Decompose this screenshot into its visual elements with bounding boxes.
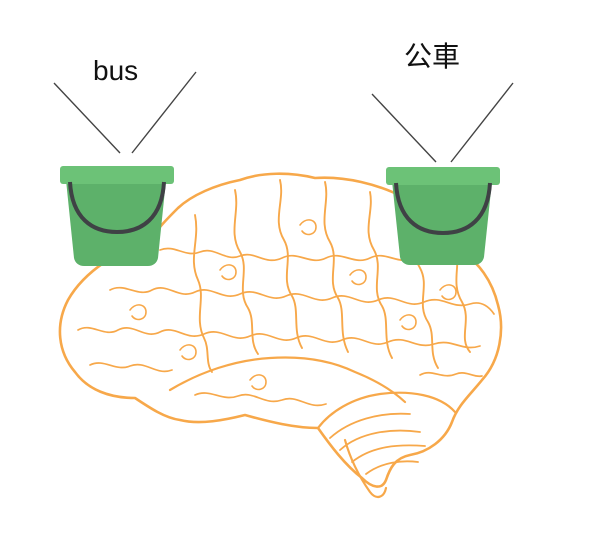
brain-fold-3 (277, 179, 303, 349)
pointer-lines (53, 71, 514, 163)
brain-gyri-band-2 (109, 286, 495, 315)
bucket-body (392, 181, 492, 265)
brain-curl-8 (439, 284, 457, 301)
bucket-handle (68, 181, 166, 235)
brain-outer-outline (58, 172, 503, 488)
brain-curl-6 (249, 374, 267, 391)
brain-cerebellum-fold (329, 412, 426, 475)
brain-fold-4 (323, 181, 349, 353)
brain-gyri-band-5 (194, 392, 327, 407)
bucket-body (66, 180, 166, 266)
brain-curl-4 (349, 269, 367, 286)
pointer-line-left-a (53, 82, 121, 154)
brain-lateral-sulcus (168, 356, 407, 404)
brain-curl-1 (129, 304, 147, 321)
bucket-icon (386, 167, 500, 265)
bucket-rim (60, 166, 174, 184)
bucket-handle (394, 182, 492, 236)
brain-fold-5 (367, 191, 393, 359)
brain-gyri-band-3 (77, 326, 481, 349)
brain-cerebellum (316, 391, 457, 430)
pointer-line-right-a (371, 93, 437, 163)
brain-curl-2 (219, 264, 237, 281)
brain-icon (58, 172, 503, 498)
brain-curl-3 (299, 219, 317, 236)
right-word-label: 公車 (404, 40, 461, 73)
brain-fold-2 (233, 189, 259, 355)
brain-curl-5 (399, 314, 417, 331)
brain-gyri-band-6 (419, 371, 483, 378)
brain-stem (343, 438, 388, 498)
bucket-rim (386, 167, 500, 185)
pointer-line-right-b (450, 82, 514, 163)
brain-gyri-band-4 (89, 362, 173, 373)
bucket-icon (60, 166, 174, 266)
brain-fold-1 (192, 214, 213, 373)
left-word-label: bus (93, 55, 139, 86)
pointer-line-left-b (131, 71, 197, 154)
brain-curl-7 (179, 344, 197, 361)
